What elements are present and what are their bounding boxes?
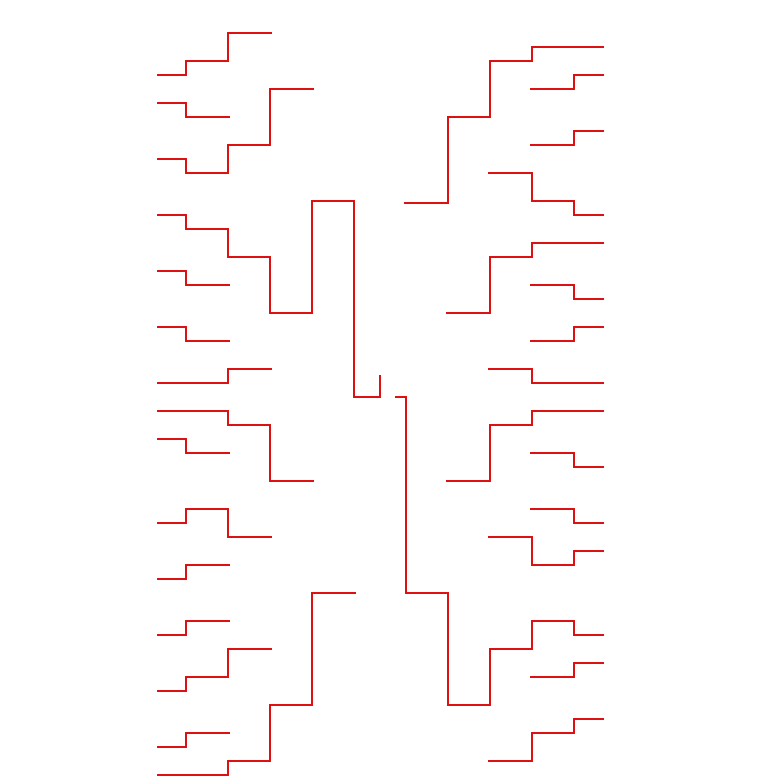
dendrogram-branch-6 (157, 326, 230, 342)
dendrogram-branch-4 (157, 200, 381, 398)
dendrogram-branch-28 (395, 396, 604, 706)
dendrogram-branch-20 (446, 242, 604, 314)
dendrogram-branch-30 (488, 718, 604, 762)
dendrogram-branch-18 (530, 130, 604, 146)
dendrogram-branch-12 (157, 620, 230, 636)
dendrogram-branch-1 (157, 32, 272, 76)
dendrogram-branch-21 (530, 284, 604, 300)
dendrogram-branch-7 (157, 368, 272, 384)
dendrogram-branch-10 (157, 508, 272, 538)
dendrogram-branch-27 (488, 536, 604, 566)
dendrogram-branch-9 (157, 438, 230, 454)
dendrogram-branch-25 (530, 452, 604, 468)
dendrogram-branch-24 (446, 410, 604, 482)
dendrogram-branch-15 (157, 592, 356, 776)
dendrogram-branch-11 (157, 564, 230, 580)
dendrogram-branch-14 (157, 732, 230, 748)
dendrogram-branch-17 (530, 74, 604, 90)
dendrogram-branch-19 (488, 172, 604, 216)
dendrogram-branch-22 (530, 326, 604, 342)
dendrogram-branch-2 (157, 102, 230, 118)
dendrogram-branch-5 (157, 270, 230, 286)
dendrogram-branch-3 (157, 88, 314, 174)
dendrogram-branch-13 (157, 648, 272, 692)
dendrogram-branch-23 (488, 368, 604, 384)
dendrogram-branch-16 (404, 46, 604, 204)
dendrogram-branches (157, 32, 604, 776)
dendrogram-branch-26 (530, 508, 604, 524)
dendrogram-branch-8 (157, 410, 314, 482)
dendrogram-branch-29 (530, 662, 604, 678)
